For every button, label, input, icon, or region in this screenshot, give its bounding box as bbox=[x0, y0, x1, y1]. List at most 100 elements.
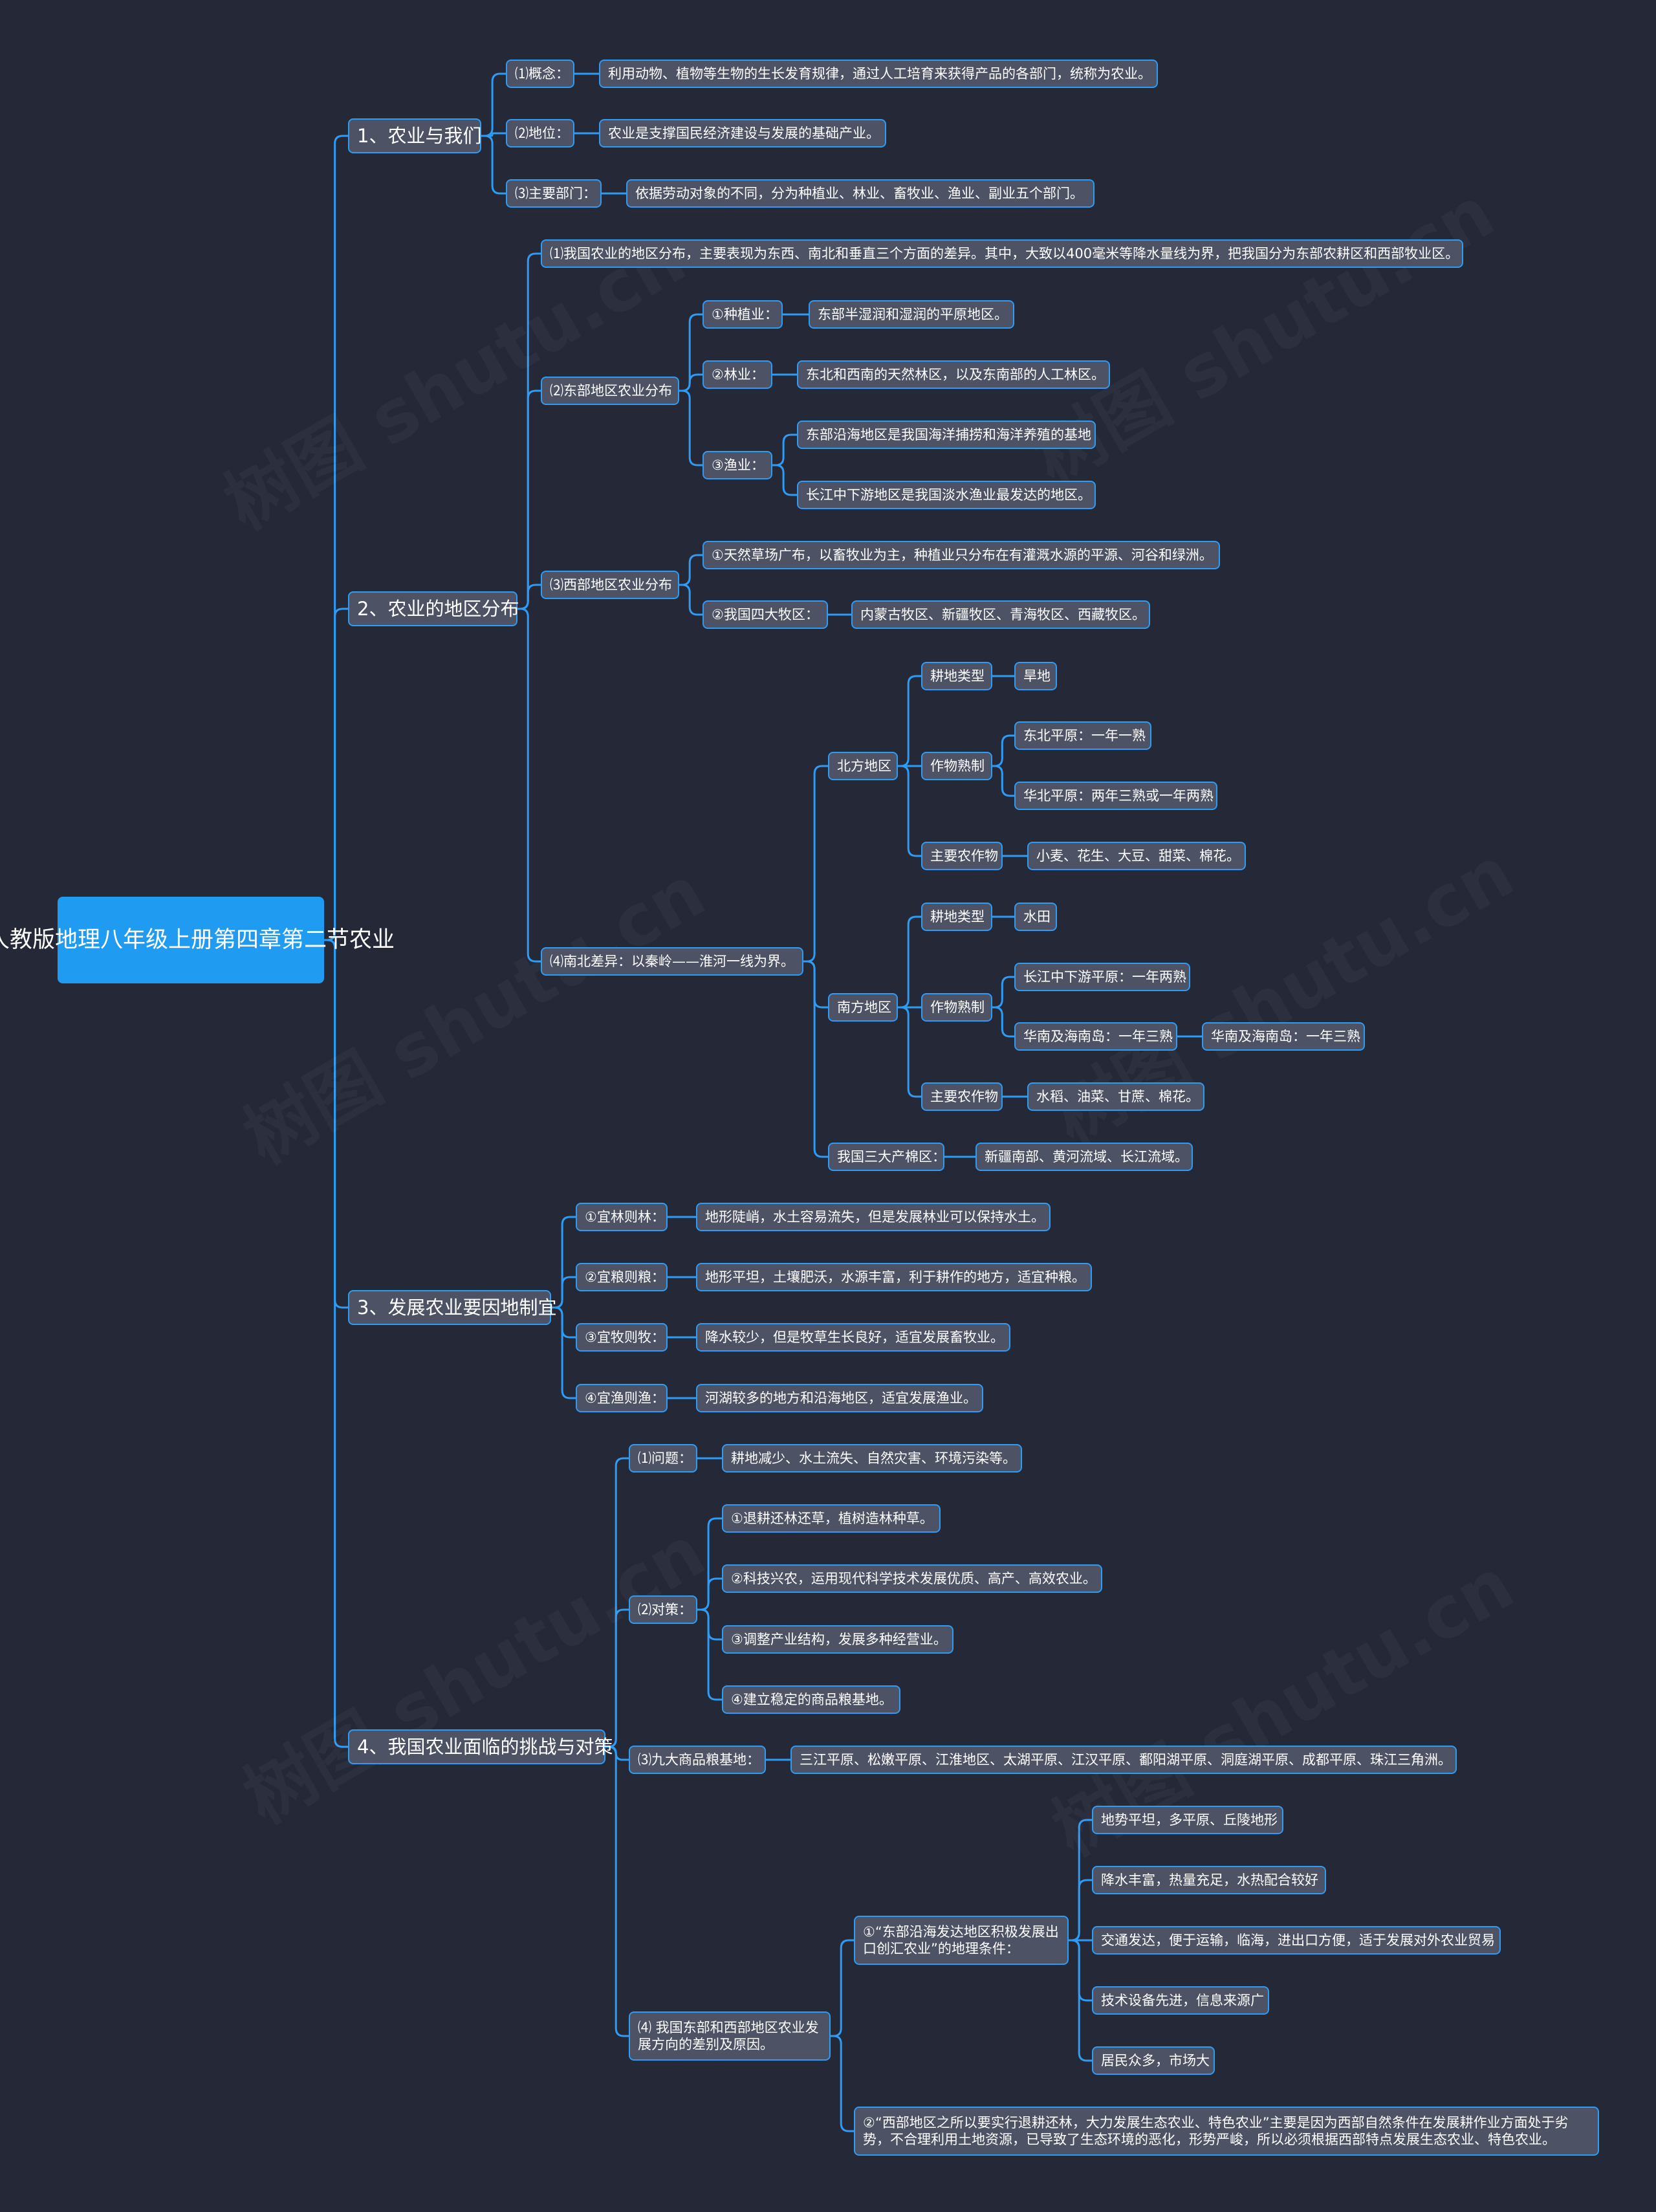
connector-line bbox=[992, 765, 1014, 797]
north-cropping-northeast[interactable]: 东北平原：一年一熟 bbox=[1014, 721, 1151, 750]
fishery-text-coastal[interactable]: 东部沿海地区是我国海洋捕捞和海洋养殖的基地 bbox=[797, 421, 1096, 449]
south-crops[interactable]: 水稻、油菜、甘蔗、棉花。 bbox=[1027, 1082, 1204, 1111]
grain-where-suitable-text[interactable]: 地形平坦，土壤肥沃，水源丰富，利于耕作的地方，适宜种粮。 bbox=[696, 1263, 1092, 1291]
problems-text[interactable]: 耕地减少、水土流失、自然灾害、环境污染等。 bbox=[722, 1444, 1022, 1473]
node-text: ⑶西部地区农业分布 bbox=[550, 577, 672, 593]
node-text: ⑵东部地区农业分布 bbox=[550, 383, 672, 399]
node-text: 华南及海南岛：一年三熟 bbox=[1211, 1029, 1360, 1044]
south-land-type[interactable]: 水田 bbox=[1014, 903, 1057, 931]
status-label[interactable]: ⑵地位： bbox=[506, 119, 574, 148]
east-distribution-label[interactable]: ⑵东部地区农业分布 bbox=[541, 377, 679, 405]
east-condition-item[interactable]: 居民众多，市场大 bbox=[1092, 2046, 1215, 2075]
connector-line bbox=[697, 1608, 722, 1701]
east-condition-item[interactable]: 地势平坦，多平原、丘陵地形 bbox=[1092, 1806, 1283, 1834]
connector-line bbox=[481, 72, 506, 137]
east-coastal-conditions-label[interactable]: ①“东部沿海发达地区积极发展出口创汇农业”的地理条件： bbox=[854, 1916, 1069, 1965]
fishery-where-suitable-text[interactable]: 河湖较多的地方和沿海地区，适宜发展渔业。 bbox=[696, 1384, 983, 1412]
south-cropping-label[interactable]: 作物熟制 bbox=[921, 993, 992, 1022]
north-region[interactable]: 北方地区 bbox=[828, 752, 898, 780]
connector-line bbox=[1069, 1879, 1092, 1942]
concept-text[interactable]: 利用动物、植物等生物的生长发育规律，通过人工培育来获得产品的各部门，统称为农业。 bbox=[599, 60, 1158, 88]
east-west-direction-label[interactable]: ⑷ 我国东部和西部地区农业发展方向的差别及原因。 bbox=[629, 2011, 831, 2061]
cotton-areas-label[interactable]: 我国三大产棉区： bbox=[828, 1143, 946, 1171]
measures-label[interactable]: ⑵对策： bbox=[629, 1595, 697, 1624]
branch-agriculture-and-us[interactable]: 1、农业与我们 bbox=[348, 118, 481, 153]
node-text: ⑶主要部门： bbox=[515, 186, 596, 201]
connector-line bbox=[992, 1006, 1014, 1038]
root-topic-label: 人教版地理八年级上册第四章第二节农业 bbox=[0, 927, 395, 953]
cotton-areas-text[interactable]: 新疆南部、黄河流域、长江流域。 bbox=[975, 1143, 1193, 1171]
branch-local-conditions[interactable]: 3、发展农业要因地制宜 bbox=[348, 1290, 556, 1325]
west-distribution-label[interactable]: ⑶西部地区农业分布 bbox=[541, 571, 679, 599]
south-crops-label[interactable]: 主要农作物 bbox=[921, 1082, 1003, 1111]
north-crops[interactable]: 小麦、花生、大豆、甜菜、棉花。 bbox=[1027, 842, 1246, 870]
node-text: 小麦、花生、大豆、甜菜、棉花。 bbox=[1036, 848, 1240, 864]
sectors-text[interactable]: 依据劳动对象的不同，分为种植业、林业、畜牧业、渔业、副业五个部门。 bbox=[626, 179, 1095, 208]
measure-item[interactable]: ④建立稳定的商品粮基地。 bbox=[722, 1685, 900, 1714]
connector-line bbox=[898, 1006, 921, 1098]
connector-line bbox=[605, 1457, 629, 1748]
measure-item[interactable]: ③调整产业结构，发展多种经营业。 bbox=[722, 1625, 953, 1654]
east-condition-item[interactable]: 降水丰富，热量充足，水热配合较好 bbox=[1092, 1866, 1326, 1894]
north-land-type-label[interactable]: 耕地类型 bbox=[921, 662, 992, 690]
north-land-type[interactable]: 旱地 bbox=[1014, 662, 1057, 690]
connector-line bbox=[518, 608, 541, 963]
connector-line bbox=[1069, 1939, 1092, 2002]
branch-label: 4、我国农业面临的挑战与对策 bbox=[357, 1736, 613, 1758]
node-text: ①天然草场广布，以畜牧业为主，种植业只分布在有灌溉水源的平源、河谷和绿洲。 bbox=[712, 547, 1213, 563]
node-text: 长江中下游平原：一年两熟 bbox=[1023, 969, 1186, 985]
forest-where-suitable-text[interactable]: 地形陡峭，水土容易流失，但是发展林业可以保持水土。 bbox=[696, 1203, 1051, 1231]
node-text: 东北平原：一年一熟 bbox=[1023, 728, 1146, 743]
status-text[interactable]: 农业是支撑国民经济建设与发展的基础产业。 bbox=[599, 119, 886, 148]
branch-challenges[interactable]: 4、我国农业面临的挑战与对策 bbox=[348, 1729, 613, 1764]
forestry-text[interactable]: 东北和西南的天然林区，以及东南部的人工林区。 bbox=[797, 360, 1110, 389]
node-text: ⑷南北差异：以秦岭——淮河一线为界。 bbox=[550, 954, 794, 969]
grain-bases-text[interactable]: 三江平原、松嫩平原、江淮地区、太湖平原、江汉平原、鄱阳湖平原、洞庭湖平原、成都平… bbox=[790, 1746, 1457, 1774]
connector-line bbox=[324, 135, 348, 941]
connector-line bbox=[324, 608, 348, 941]
connector-line bbox=[518, 584, 541, 610]
north-cropping-huabei[interactable]: 华北平原：两年三熟或一年两熟 bbox=[1014, 782, 1217, 810]
south-cropping-huanan-child[interactable]: 华南及海南岛：一年三熟 bbox=[1202, 1022, 1365, 1051]
west-reason-text[interactable]: ②“西部地区之所以要实行退耕还林，大力发展生态农业、特色农业”主要是因为西部自然… bbox=[854, 2107, 1599, 2156]
node-text: ⑶九大商品粮基地： bbox=[638, 1752, 760, 1768]
fishery-where-suitable-label[interactable]: ④宜渔则渔： bbox=[576, 1384, 668, 1412]
connector-line bbox=[1069, 1939, 1092, 2062]
north-crops-label[interactable]: 主要农作物 bbox=[921, 842, 1003, 870]
connector-line bbox=[992, 976, 1014, 1009]
south-cropping-huanan[interactable]: 华南及海南岛：一年三熟 bbox=[1014, 1022, 1177, 1051]
south-region[interactable]: 南方地区 bbox=[828, 993, 898, 1022]
sectors-label[interactable]: ⑶主要部门： bbox=[506, 179, 602, 208]
grain-where-suitable-label[interactable]: ②宜粮则粮： bbox=[576, 1263, 668, 1291]
fishery-text-yangtze[interactable]: 长江中下游地区是我国淡水渔业最发达的地区。 bbox=[797, 481, 1096, 509]
crop-farming-text[interactable]: 东部半湿润和湿润的平原地区。 bbox=[809, 300, 1014, 329]
forestry-label[interactable]: ②林业： bbox=[703, 360, 772, 389]
node-text: 利用动物、植物等生物的生长发育规律，通过人工培育来获得产品的各部门，统称为农业。 bbox=[608, 66, 1151, 82]
south-cropping-yangtze[interactable]: 长江中下游平原：一年两熟 bbox=[1014, 963, 1190, 991]
connector-line bbox=[772, 464, 797, 496]
measure-item[interactable]: ①退耕还林还草，植树造林种草。 bbox=[722, 1504, 941, 1533]
north-south-difference[interactable]: ⑷南北差异：以秦岭——淮河一线为界。 bbox=[541, 947, 803, 976]
forest-where-suitable-label[interactable]: ①宜林则林： bbox=[576, 1203, 668, 1231]
branch-regional-distribution[interactable]: 2、农业的地区分布 bbox=[348, 591, 519, 626]
four-pastoral-text[interactable]: 内蒙古牧区、新疆牧区、青海牧区、西藏牧区。 bbox=[851, 600, 1150, 629]
connector-line bbox=[831, 1939, 854, 2037]
west-grassland-text[interactable]: ①天然草场广布，以畜牧业为主，种植业只分布在有灌溉水源的平源、河谷和绿洲。 bbox=[703, 541, 1220, 569]
root-topic[interactable]: 人教版地理八年级上册第四章第二节农业 bbox=[0, 897, 395, 983]
distribution-text[interactable]: ⑴我国农业的地区分布，主要表现为东西、南北和垂直三个方面的差异。其中，大致以40… bbox=[541, 239, 1463, 268]
problems-label[interactable]: ⑴问题： bbox=[629, 1444, 697, 1473]
pasture-where-suitable-text[interactable]: 降水较少，但是牧草生长良好，适宜发展畜牧业。 bbox=[696, 1323, 1010, 1352]
north-cropping-label[interactable]: 作物熟制 bbox=[921, 752, 992, 780]
four-pastoral-label[interactable]: ②我国四大牧区： bbox=[703, 600, 828, 629]
east-condition-item[interactable]: 交通发达，便于运输，临海，进出口方便，适于发展对外农业贸易 bbox=[1092, 1926, 1501, 1955]
south-land-type-label[interactable]: 耕地类型 bbox=[921, 903, 992, 931]
node-text: ②“西部地区之所以要实行退耕还林，大力发展生态农业、特色农业”主要是因为西部自然… bbox=[863, 2115, 1569, 2147]
pasture-where-suitable-label[interactable]: ③宜牧则牧： bbox=[576, 1323, 668, 1352]
crop-farming-label[interactable]: ①种植业： bbox=[703, 300, 783, 329]
east-condition-item[interactable]: 技术设备先进，信息来源广 bbox=[1092, 1986, 1269, 2015]
grain-bases-label[interactable]: ⑶九大商品粮基地： bbox=[629, 1746, 766, 1774]
fishery-label[interactable]: ③渔业： bbox=[703, 451, 772, 479]
node-text: ①“东部沿海发达地区积极发展出口创汇农业”的地理条件： bbox=[863, 1924, 1059, 1956]
concept-label[interactable]: ⑴概念： bbox=[506, 60, 574, 88]
measure-item[interactable]: ②科技兴农，运用现代科学技术发展优质、高产、高效农业。 bbox=[722, 1564, 1102, 1593]
